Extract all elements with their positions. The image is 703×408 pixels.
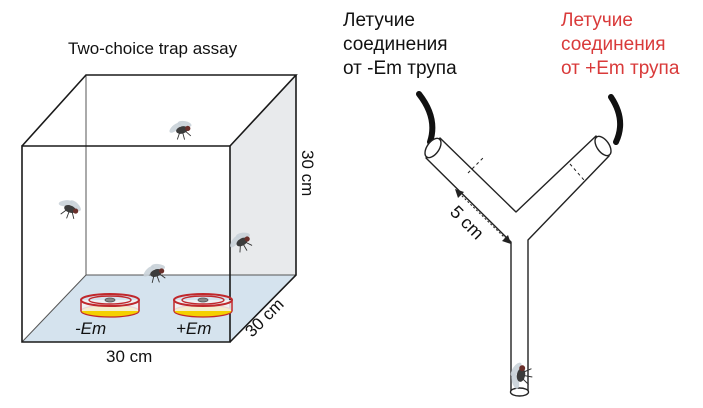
arm-length-arrow xyxy=(458,192,508,241)
trap-minus-em-label: -Em xyxy=(75,319,106,338)
cage: -Em +Em 30 cm 30 cm 30 cm xyxy=(21,74,317,366)
cage-width-label: 30 cm xyxy=(106,347,152,366)
arrowhead-icon xyxy=(502,235,511,244)
trap-plus-em-label: +Em xyxy=(176,319,211,338)
left-arm-opening xyxy=(424,137,442,159)
left-arm-label-line2: соединения xyxy=(343,34,448,55)
diagram-title: Two-choice trap assay xyxy=(68,39,238,58)
left-arm-label: Летучие соединения от -Em трупа xyxy=(343,9,457,81)
cage-back-edges xyxy=(21,75,296,343)
cage-floor xyxy=(22,275,296,342)
right-arm-label-line2: соединения xyxy=(561,34,666,55)
cage-top-face xyxy=(21,74,298,147)
stem-opening xyxy=(509,387,530,397)
right-arm-label: Летучие соединения от +Em трупа xyxy=(561,9,679,81)
cage-right-edges xyxy=(229,75,297,343)
left-tubing xyxy=(416,91,436,145)
trap-minus-em xyxy=(80,293,140,318)
y-maze-outline xyxy=(425,135,610,392)
right-arm-label-line3: от +Em трупа xyxy=(561,58,680,79)
y-maze: 5 cm xyxy=(416,91,624,397)
cage-height-label: 30 cm xyxy=(298,150,317,196)
fly-icon xyxy=(165,116,197,144)
right-arm-label-line1: Летучие xyxy=(561,10,633,31)
right-tubing xyxy=(608,94,624,145)
fly-icon xyxy=(53,193,86,223)
arrowhead-icon xyxy=(455,189,464,198)
right-arm-opening xyxy=(594,135,612,157)
left-arm-label-line3: от -Em трупа xyxy=(343,58,457,79)
left-arm-label-line1: Летучие xyxy=(343,10,415,31)
trap-plus-em xyxy=(173,293,233,318)
